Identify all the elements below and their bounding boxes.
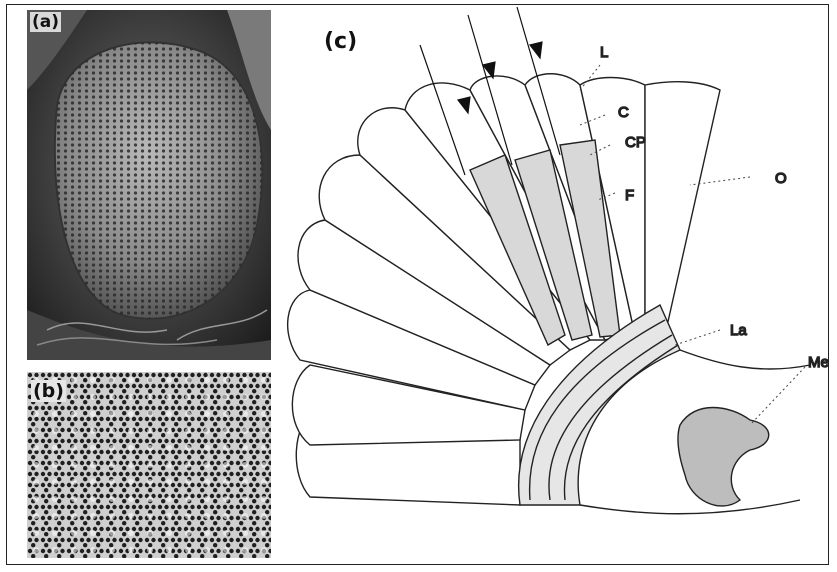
optic-lobe-outline-top (680, 350, 810, 369)
label-O: O (775, 170, 787, 187)
label-CP: CP (625, 134, 646, 151)
panel-b-facet-texture: (b) (27, 372, 271, 558)
optic-lobe-outline-bottom (580, 500, 800, 514)
medulla-shape (678, 408, 769, 506)
label-L: L (600, 44, 608, 61)
panel-c-diagram: L C CP F O La Me (c) (280, 5, 828, 563)
label-Me: Me (808, 354, 828, 371)
panel-label-a: (a) (30, 12, 61, 32)
ommatidia-schematic: L C CP F O La Me (280, 5, 828, 563)
panel-a-eye-image: (a) (27, 10, 271, 360)
label-C: C (618, 104, 629, 121)
compound-eye-illustration (27, 10, 271, 360)
label-F: F (625, 187, 634, 204)
panel-label-b: (b) (31, 380, 66, 402)
panel-label-c: (c) (324, 29, 357, 54)
label-La: La (730, 322, 747, 339)
